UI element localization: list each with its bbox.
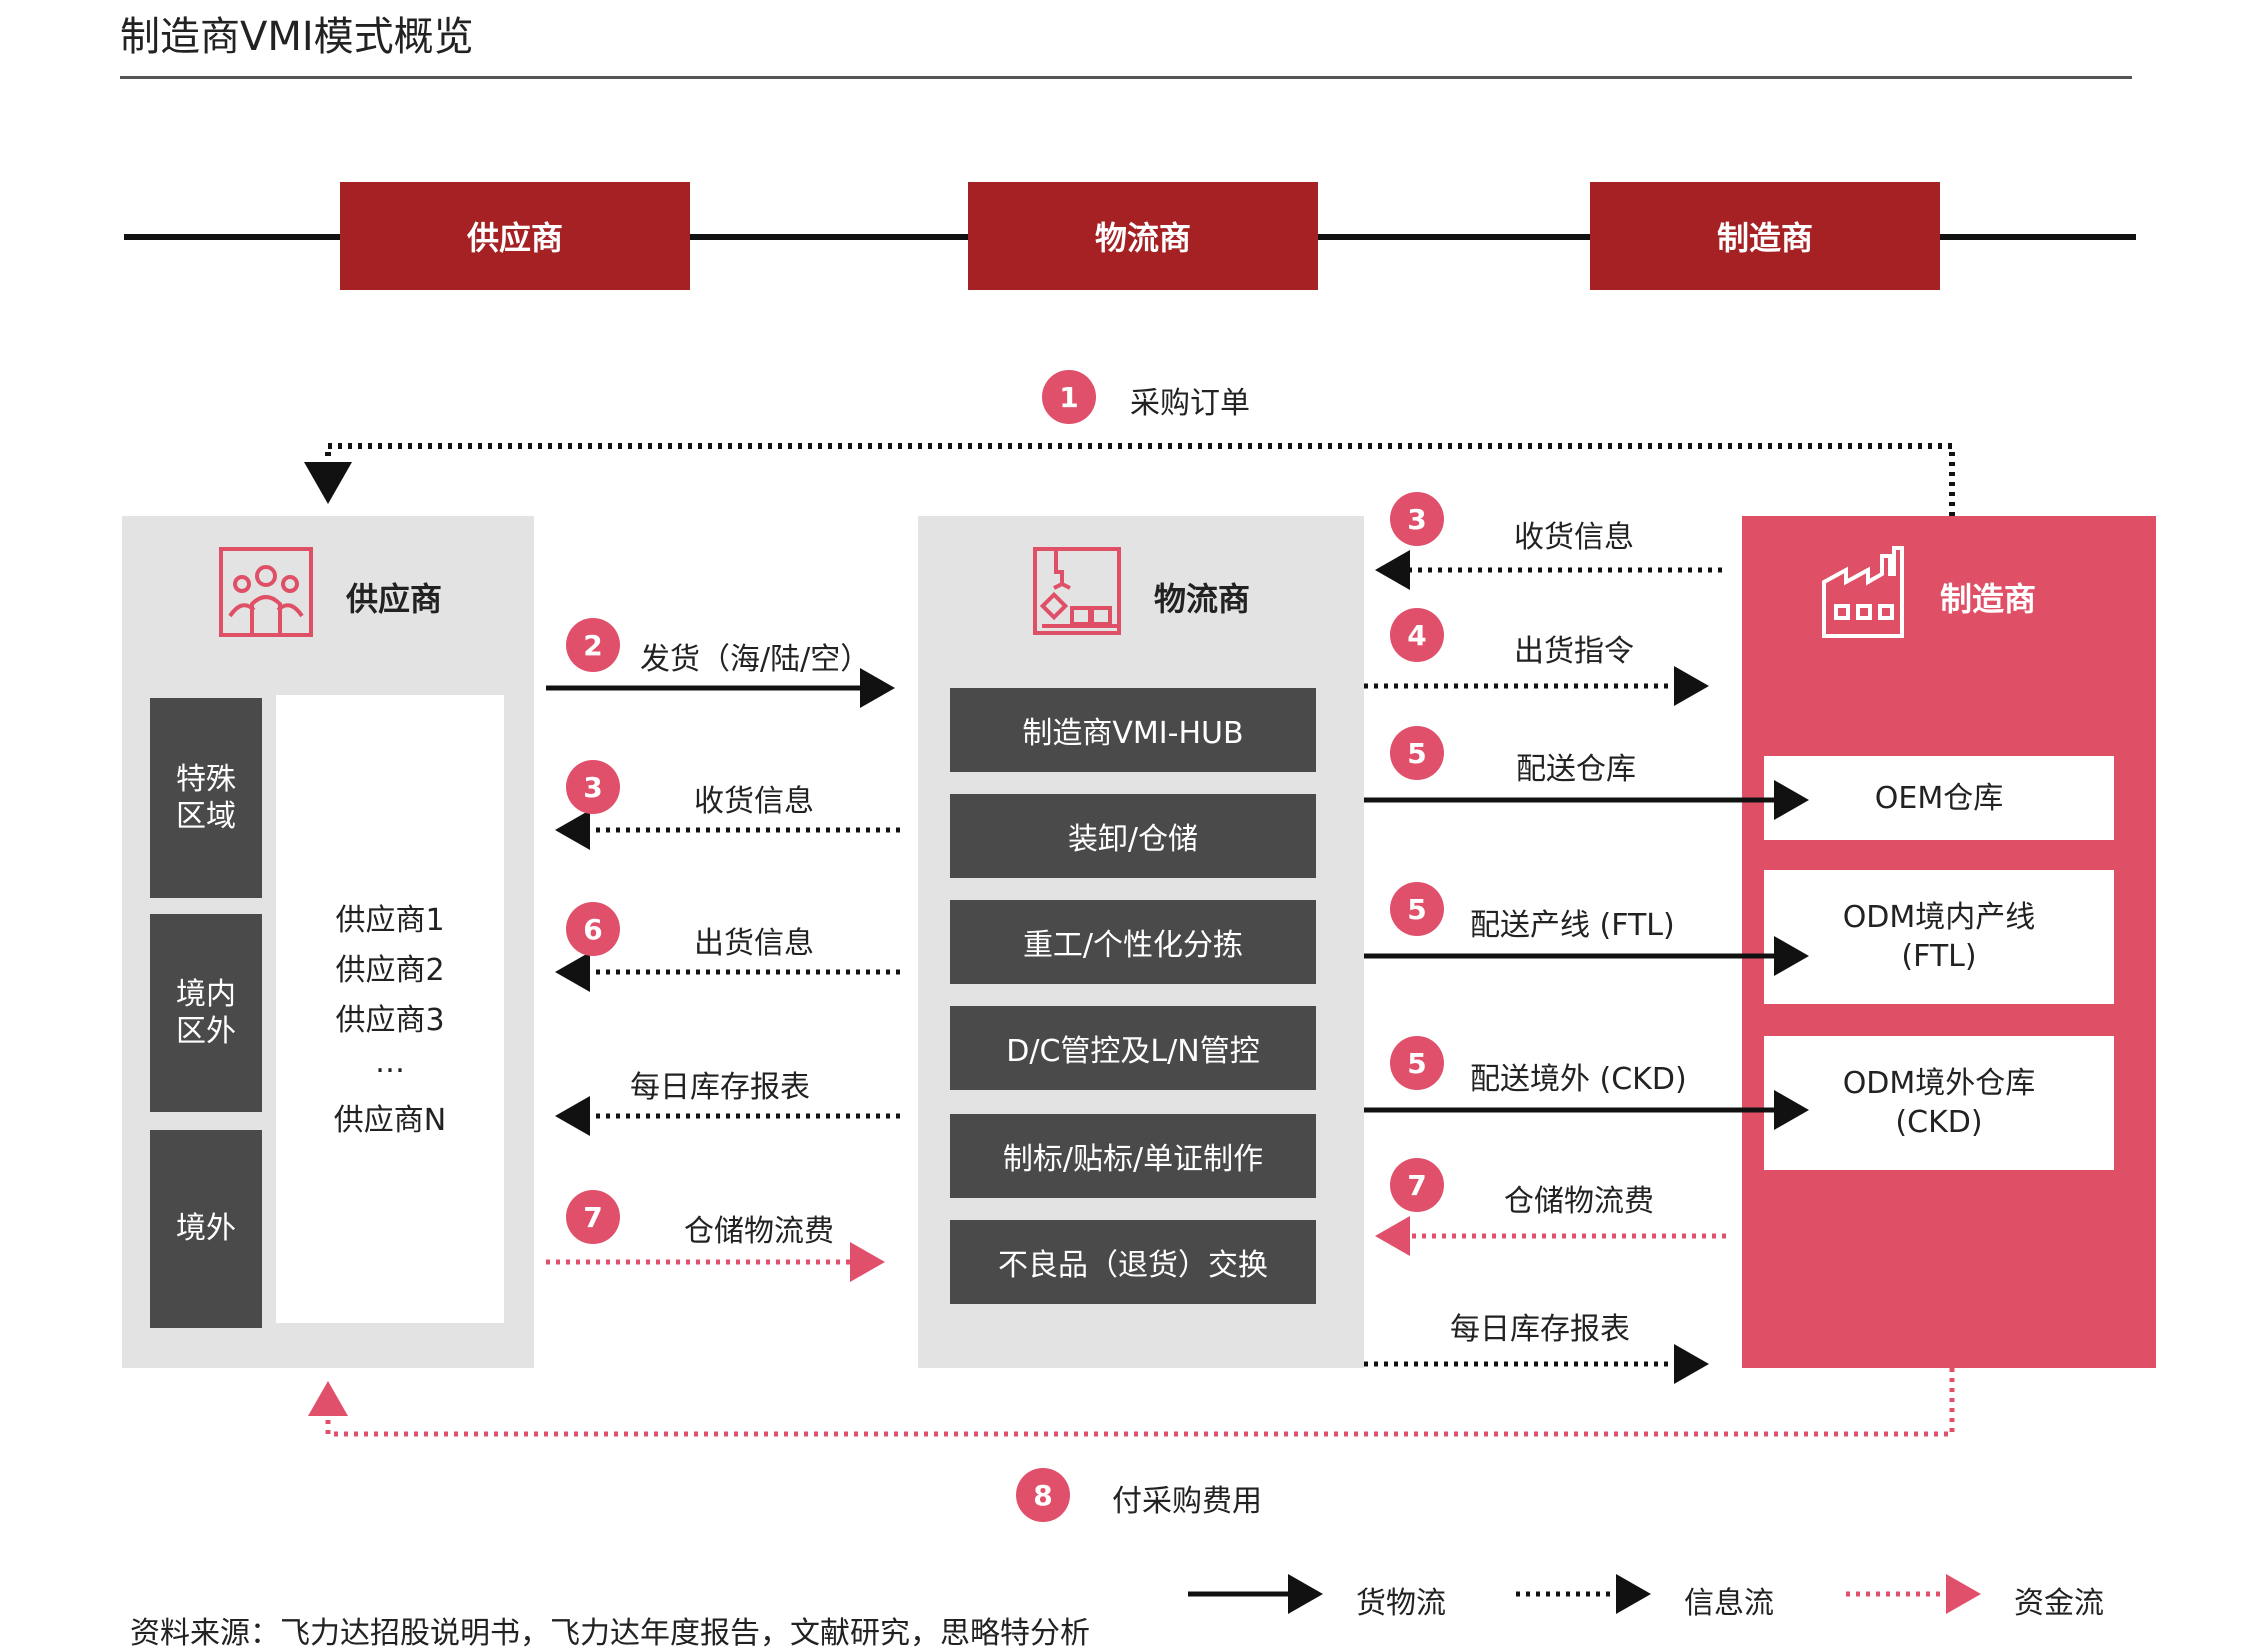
role-box-manufacturer: 制造商 [1590,182,1940,290]
flow-5b-badge: 5 [1390,882,1444,936]
flow-4-badge: 4 [1390,608,1444,662]
flow-3a-badge: 3 [566,760,620,814]
warehouse-box-odm-overseas: ODM境外仓库 (CKD) [1764,1036,2114,1170]
service-box: D/C管控及L/N管控 [950,1006,1316,1090]
warehouse-sublabel: (FTL) [1901,939,1977,974]
flow-7a-badge: 7 [566,1190,620,1244]
region-label: 特殊区域 [176,761,236,835]
flow-5a-badge: 5 [1390,726,1444,780]
flow-2-badge: 2 [566,618,620,672]
flow-daily-left-label: 每日库存报表 [630,1070,810,1105]
flow-5b-label: 配送产线 (FTL) [1470,908,1675,943]
service-box: 制标/贴标/单证制作 [950,1114,1316,1198]
service-box: 不良品（退货）交换 [950,1220,1316,1304]
region-overseas: 境外 [150,1130,262,1328]
flow-3b-label: 收货信息 [1514,520,1634,555]
flow-daily-right-label: 每日库存报表 [1450,1312,1630,1347]
region-label: 境内区外 [176,976,236,1050]
flow-6-badge: 6 [566,902,620,956]
warehouse-box-oem: OEM仓库 [1764,756,2114,840]
flow-3b-badge: 3 [1390,492,1444,546]
manufacturer-panel-title: 制造商 [1940,580,2037,618]
supplier-item: 供应商3 [335,1003,445,1038]
flow-1-label: 采购订单 [1130,386,1250,421]
region-domestic: 境内区外 [150,914,262,1112]
warehouse-label: OEM仓库 [1874,780,2004,816]
flow-7a-label: 仓储物流费 [684,1214,834,1249]
title-divider [120,76,2132,79]
flow-5c-badge: 5 [1390,1036,1444,1090]
flow-8-connector [308,1368,1955,1437]
supplier-panel-title: 供应商 [346,580,443,618]
flow-3a-label: 收货信息 [694,784,814,819]
legend-funds-label: 资金流 [2014,1586,2104,1621]
flow-8-label: 付采购费用 [1112,1484,1262,1519]
service-box: 制造商VMI-HUB [950,688,1316,772]
flow-4-label: 出货指令 [1514,634,1634,669]
warehouse-sublabel: (CKD) [1895,1105,1983,1140]
flow-5a-label: 配送仓库 [1516,752,1636,787]
source-note: 资料来源：飞力达招股说明书，飞力达年度报告，文献研究，思略特分析 [130,1616,1090,1651]
supplier-item: 供应商2 [335,953,445,988]
factory-icon [1820,542,1908,640]
warehouse-box-odm-domestic: ODM境内产线 (FTL) [1764,870,2114,1004]
supplier-list: 供应商1 供应商2 供应商3 … 供应商N [276,695,504,1323]
flow-6-label: 出货信息 [694,926,814,961]
supplier-item: 供应商N [333,1103,447,1138]
page-title: 制造商VMI模式概览 [120,14,474,60]
legend-info-label: 信息流 [1684,1586,1774,1621]
service-box: 重工/个性化分拣 [950,900,1316,984]
supplier-people-icon [218,546,314,638]
region-label: 境外 [176,1211,236,1247]
supplier-item: … [375,1045,405,1080]
warehouse-label: ODM境外仓库 [1842,1066,2036,1101]
flow-5c-label: 配送境外 (CKD) [1470,1062,1687,1097]
flow-2-label: 发货（海/陆/空） [640,642,871,677]
flow-1-badge: 1 [1042,370,1096,424]
legend-goods-label: 货物流 [1356,1586,1446,1621]
supplier-item: 供应商1 [335,903,445,938]
warehouse-crane-icon [1032,546,1122,636]
flow-8-badge: 8 [1016,1468,1070,1522]
flow-7b-label: 仓储物流费 [1504,1184,1654,1219]
flow-1-connector [304,443,1955,516]
logistics-panel-title: 物流商 [1154,580,1251,618]
service-box: 装卸/仓储 [950,794,1316,878]
role-box-supplier: 供应商 [340,182,690,290]
region-special: 特殊区域 [150,698,262,898]
role-box-logistics: 物流商 [968,182,1318,290]
flow-7b-badge: 7 [1390,1158,1444,1212]
warehouse-label: ODM境内产线 [1842,900,2036,935]
